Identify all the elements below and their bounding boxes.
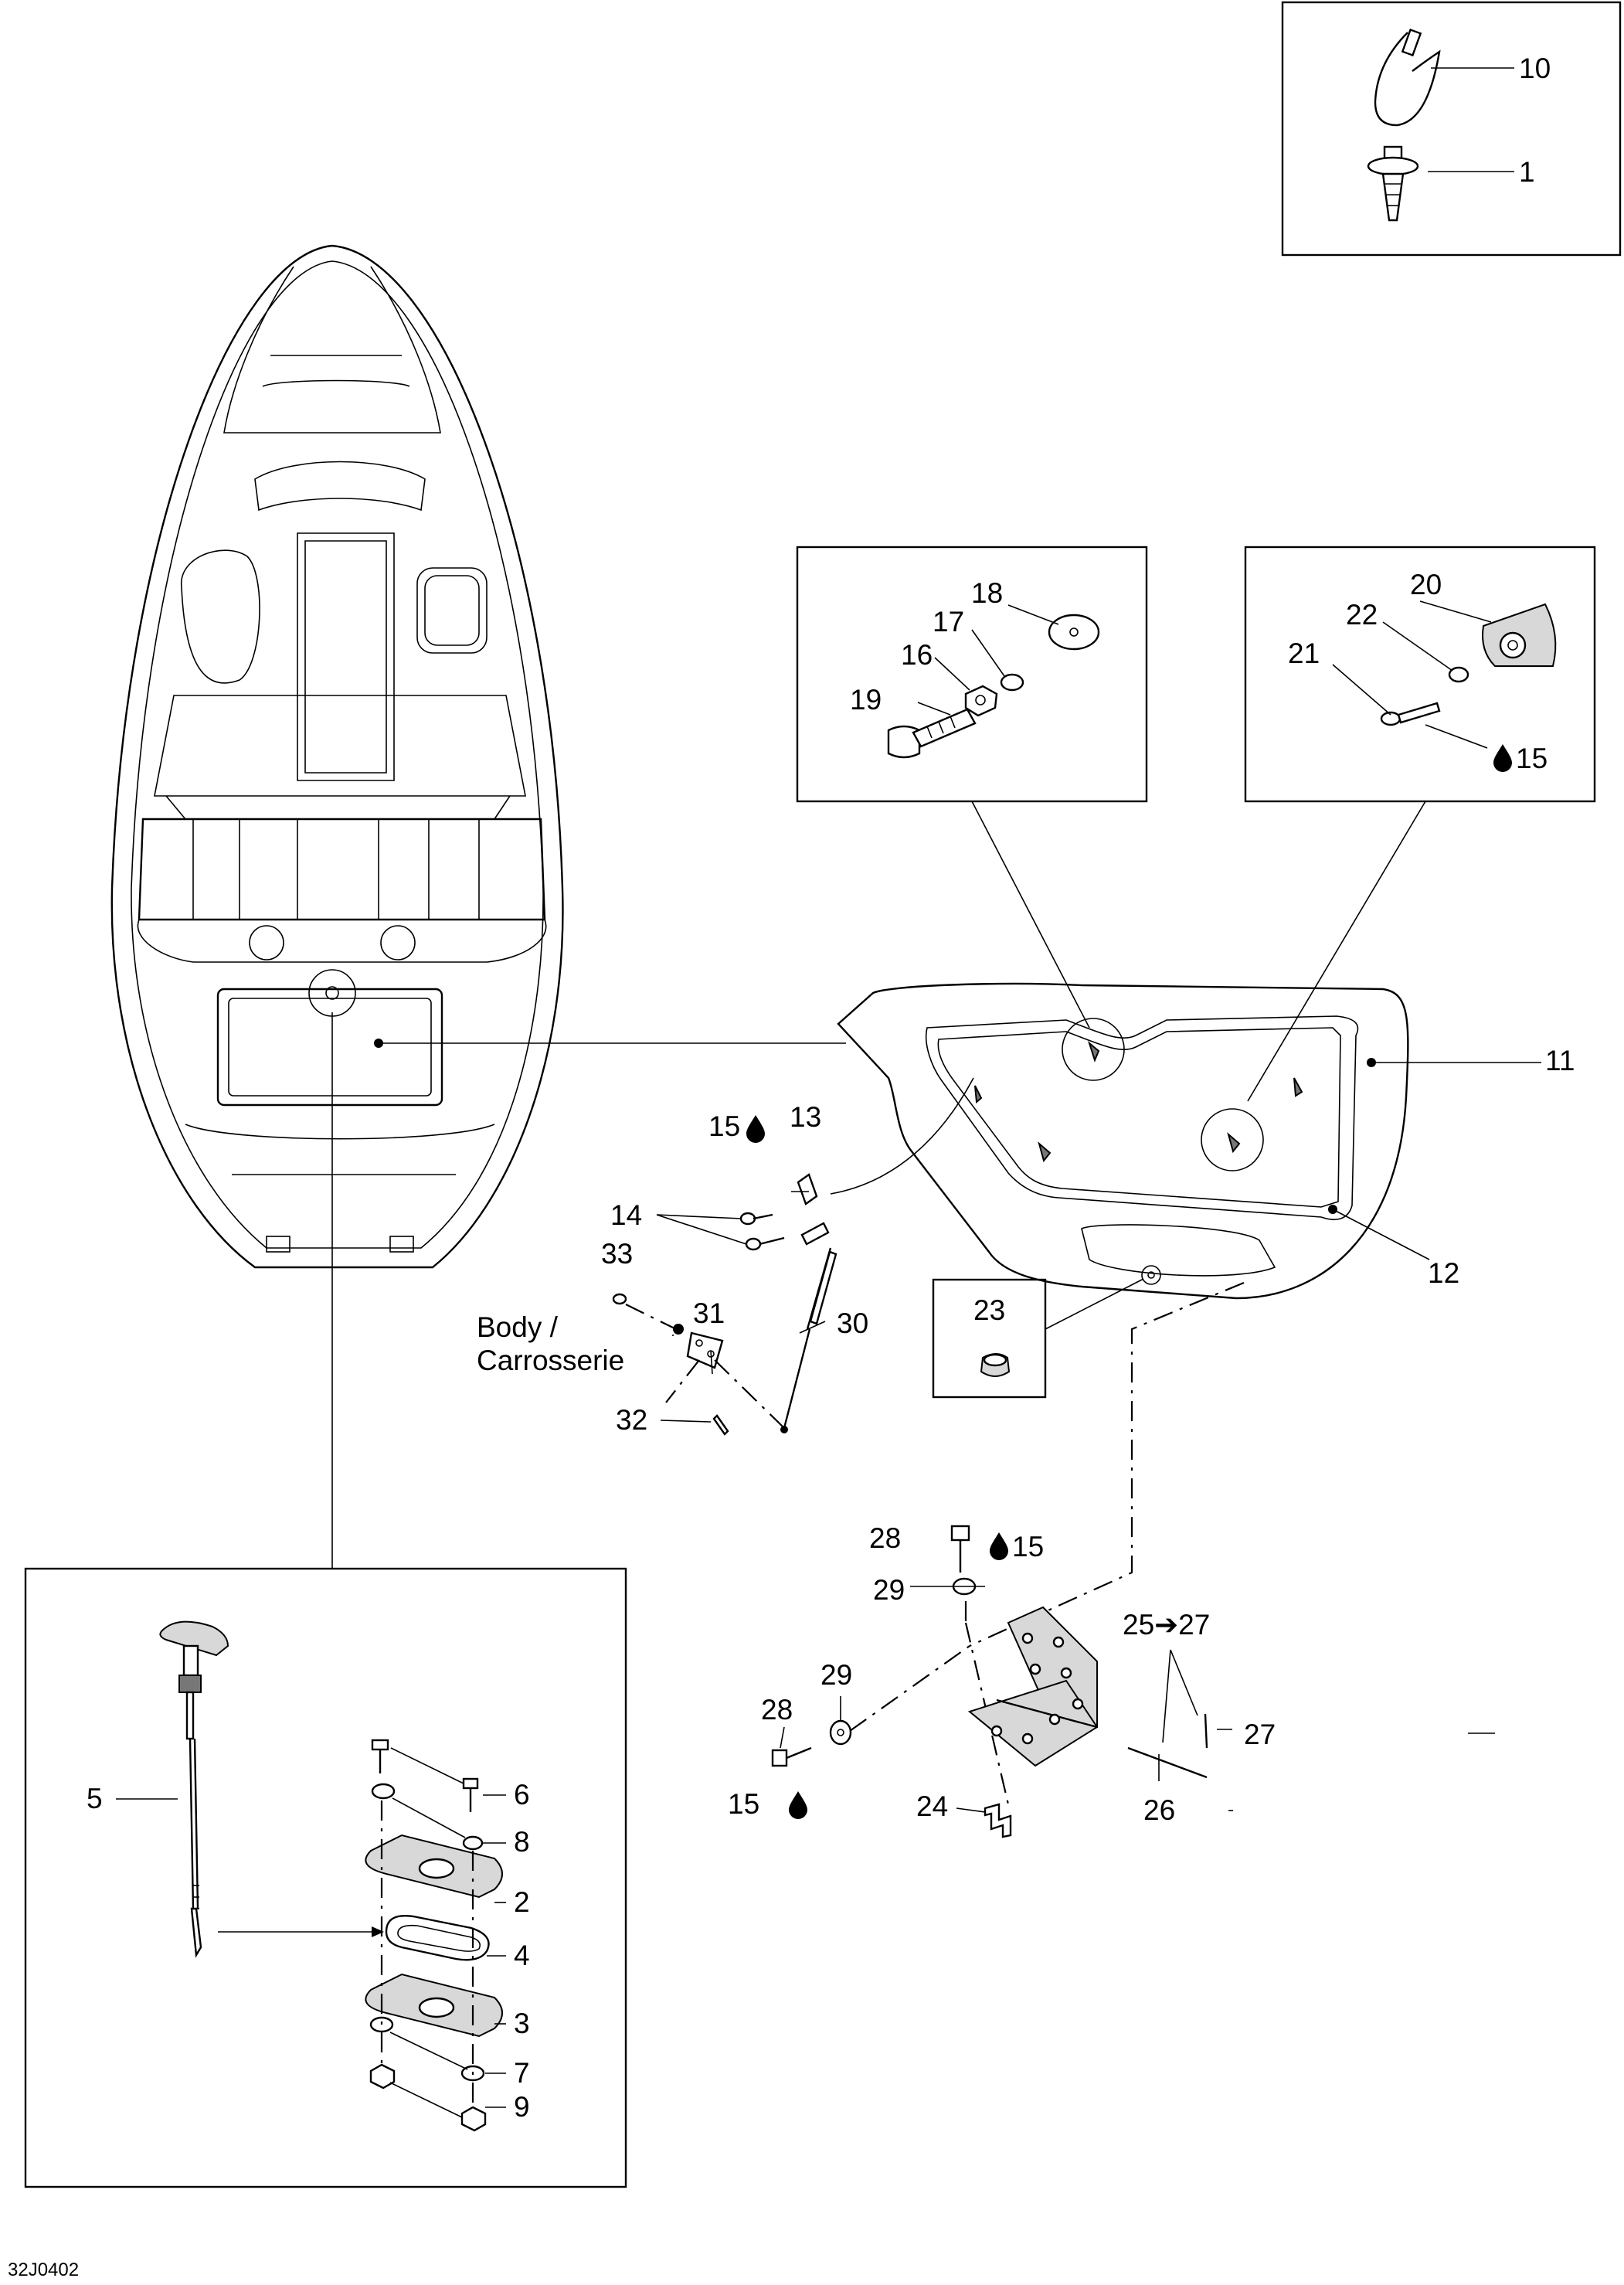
sealant-drop-icon (1493, 744, 1512, 772)
sealant-drop-icon (789, 1791, 807, 1819)
clip-part (984, 1803, 1012, 1838)
callout-7: 7 (514, 2057, 530, 2089)
callout-16: 16 (901, 639, 933, 671)
washer-part (1000, 673, 1024, 692)
latch-rod-part (159, 1620, 229, 1958)
callout-24: 24 (916, 1790, 948, 1822)
washer-part (1448, 666, 1469, 683)
screw-part (371, 1739, 389, 1773)
screw-part (462, 1777, 479, 1812)
callout-19: 19 (850, 684, 882, 716)
callout-28-left: 28 (761, 1694, 793, 1726)
hinge-assembly (771, 1281, 1245, 1838)
callout-31: 31 (693, 1297, 725, 1329)
knob-bolt-part (887, 708, 977, 759)
callout-labels: 10 1 18 17 16 19 20 22 21 15 11 12 15 13… (87, 53, 1575, 2123)
bolt-part (739, 1212, 773, 1226)
callout-20: 20 (1410, 569, 1442, 600)
callout-29-left: 29 (820, 1659, 852, 1691)
callout-15-cam: 15 (1516, 743, 1548, 774)
push-rivet-part (1367, 145, 1419, 222)
callout-28-top: 28 (869, 1522, 901, 1554)
callout-15-strut: 15 (708, 1110, 740, 1142)
watercraft-hull-top-view (110, 244, 564, 1269)
cam-inset (1244, 546, 1596, 1102)
sealant-drop-icon (746, 1115, 765, 1143)
callout-11: 11 (1545, 1045, 1575, 1076)
callout-13: 13 (790, 1101, 821, 1133)
callout-4: 4 (514, 1940, 530, 1971)
callout-10: 10 (1519, 53, 1551, 84)
callout-1: 1 (1519, 156, 1535, 188)
rivet-part (712, 1414, 729, 1436)
callout-30: 30 (837, 1307, 868, 1339)
callout-12: 12 (1428, 1257, 1459, 1289)
callout-9: 9 (514, 2091, 530, 2123)
sealant-drop-icon (990, 1532, 1008, 1560)
callout-5: 5 (87, 1783, 103, 1814)
callout-29-top: 29 (873, 1574, 905, 1606)
washer-part (612, 1293, 627, 1305)
callout-17: 17 (933, 606, 964, 638)
callout-15-hinge-top: 15 (1012, 1531, 1044, 1562)
hardware-inset (1281, 1, 1622, 257)
bolt-part (745, 1236, 785, 1251)
callout-33: 33 (601, 1238, 633, 1270)
callout-15-hinge-left: 15 (728, 1788, 759, 1820)
document-code: 32J0402 (8, 2259, 79, 2280)
washer-part (829, 1719, 852, 1746)
callout-26: 26 (1143, 1794, 1175, 1826)
grommet-inset (932, 1278, 1144, 1399)
callout-21: 21 (1288, 638, 1320, 669)
callout-22: 22 (1346, 599, 1378, 631)
body-label-line2: Carrosserie (477, 1345, 624, 1376)
nut-part (964, 685, 998, 717)
cable-tie-part (1374, 28, 1441, 127)
body-label-line1: Body / (477, 1311, 559, 1343)
latch-inset (24, 1567, 627, 2188)
callout-6: 6 (514, 1779, 530, 1811)
gasket-part (385, 1915, 490, 1961)
callout-14: 14 (610, 1199, 642, 1231)
bolt-part (950, 1525, 970, 1573)
knob-inset (796, 546, 1148, 1029)
callout-18: 18 (971, 577, 1003, 609)
gas-strut-assembly (612, 1077, 974, 1436)
bolt-part (771, 1746, 812, 1767)
callout-25-27: 25➔27 (1123, 1609, 1210, 1641)
storage-cover-part (837, 982, 1541, 1300)
callout-23: 23 (973, 1294, 1005, 1326)
nut-part (369, 2063, 396, 2089)
callout-8: 8 (514, 1826, 530, 1858)
nut-part (460, 2106, 487, 2132)
washer-part (462, 1835, 484, 1851)
callout-27: 27 (1244, 1719, 1276, 1750)
callout-32: 32 (616, 1404, 647, 1436)
washer-part (371, 1783, 396, 1800)
callout-3: 3 (514, 2008, 530, 2039)
disc-part (1048, 614, 1100, 651)
screw-part (1380, 702, 1441, 726)
callout-2: 2 (514, 1886, 530, 1918)
